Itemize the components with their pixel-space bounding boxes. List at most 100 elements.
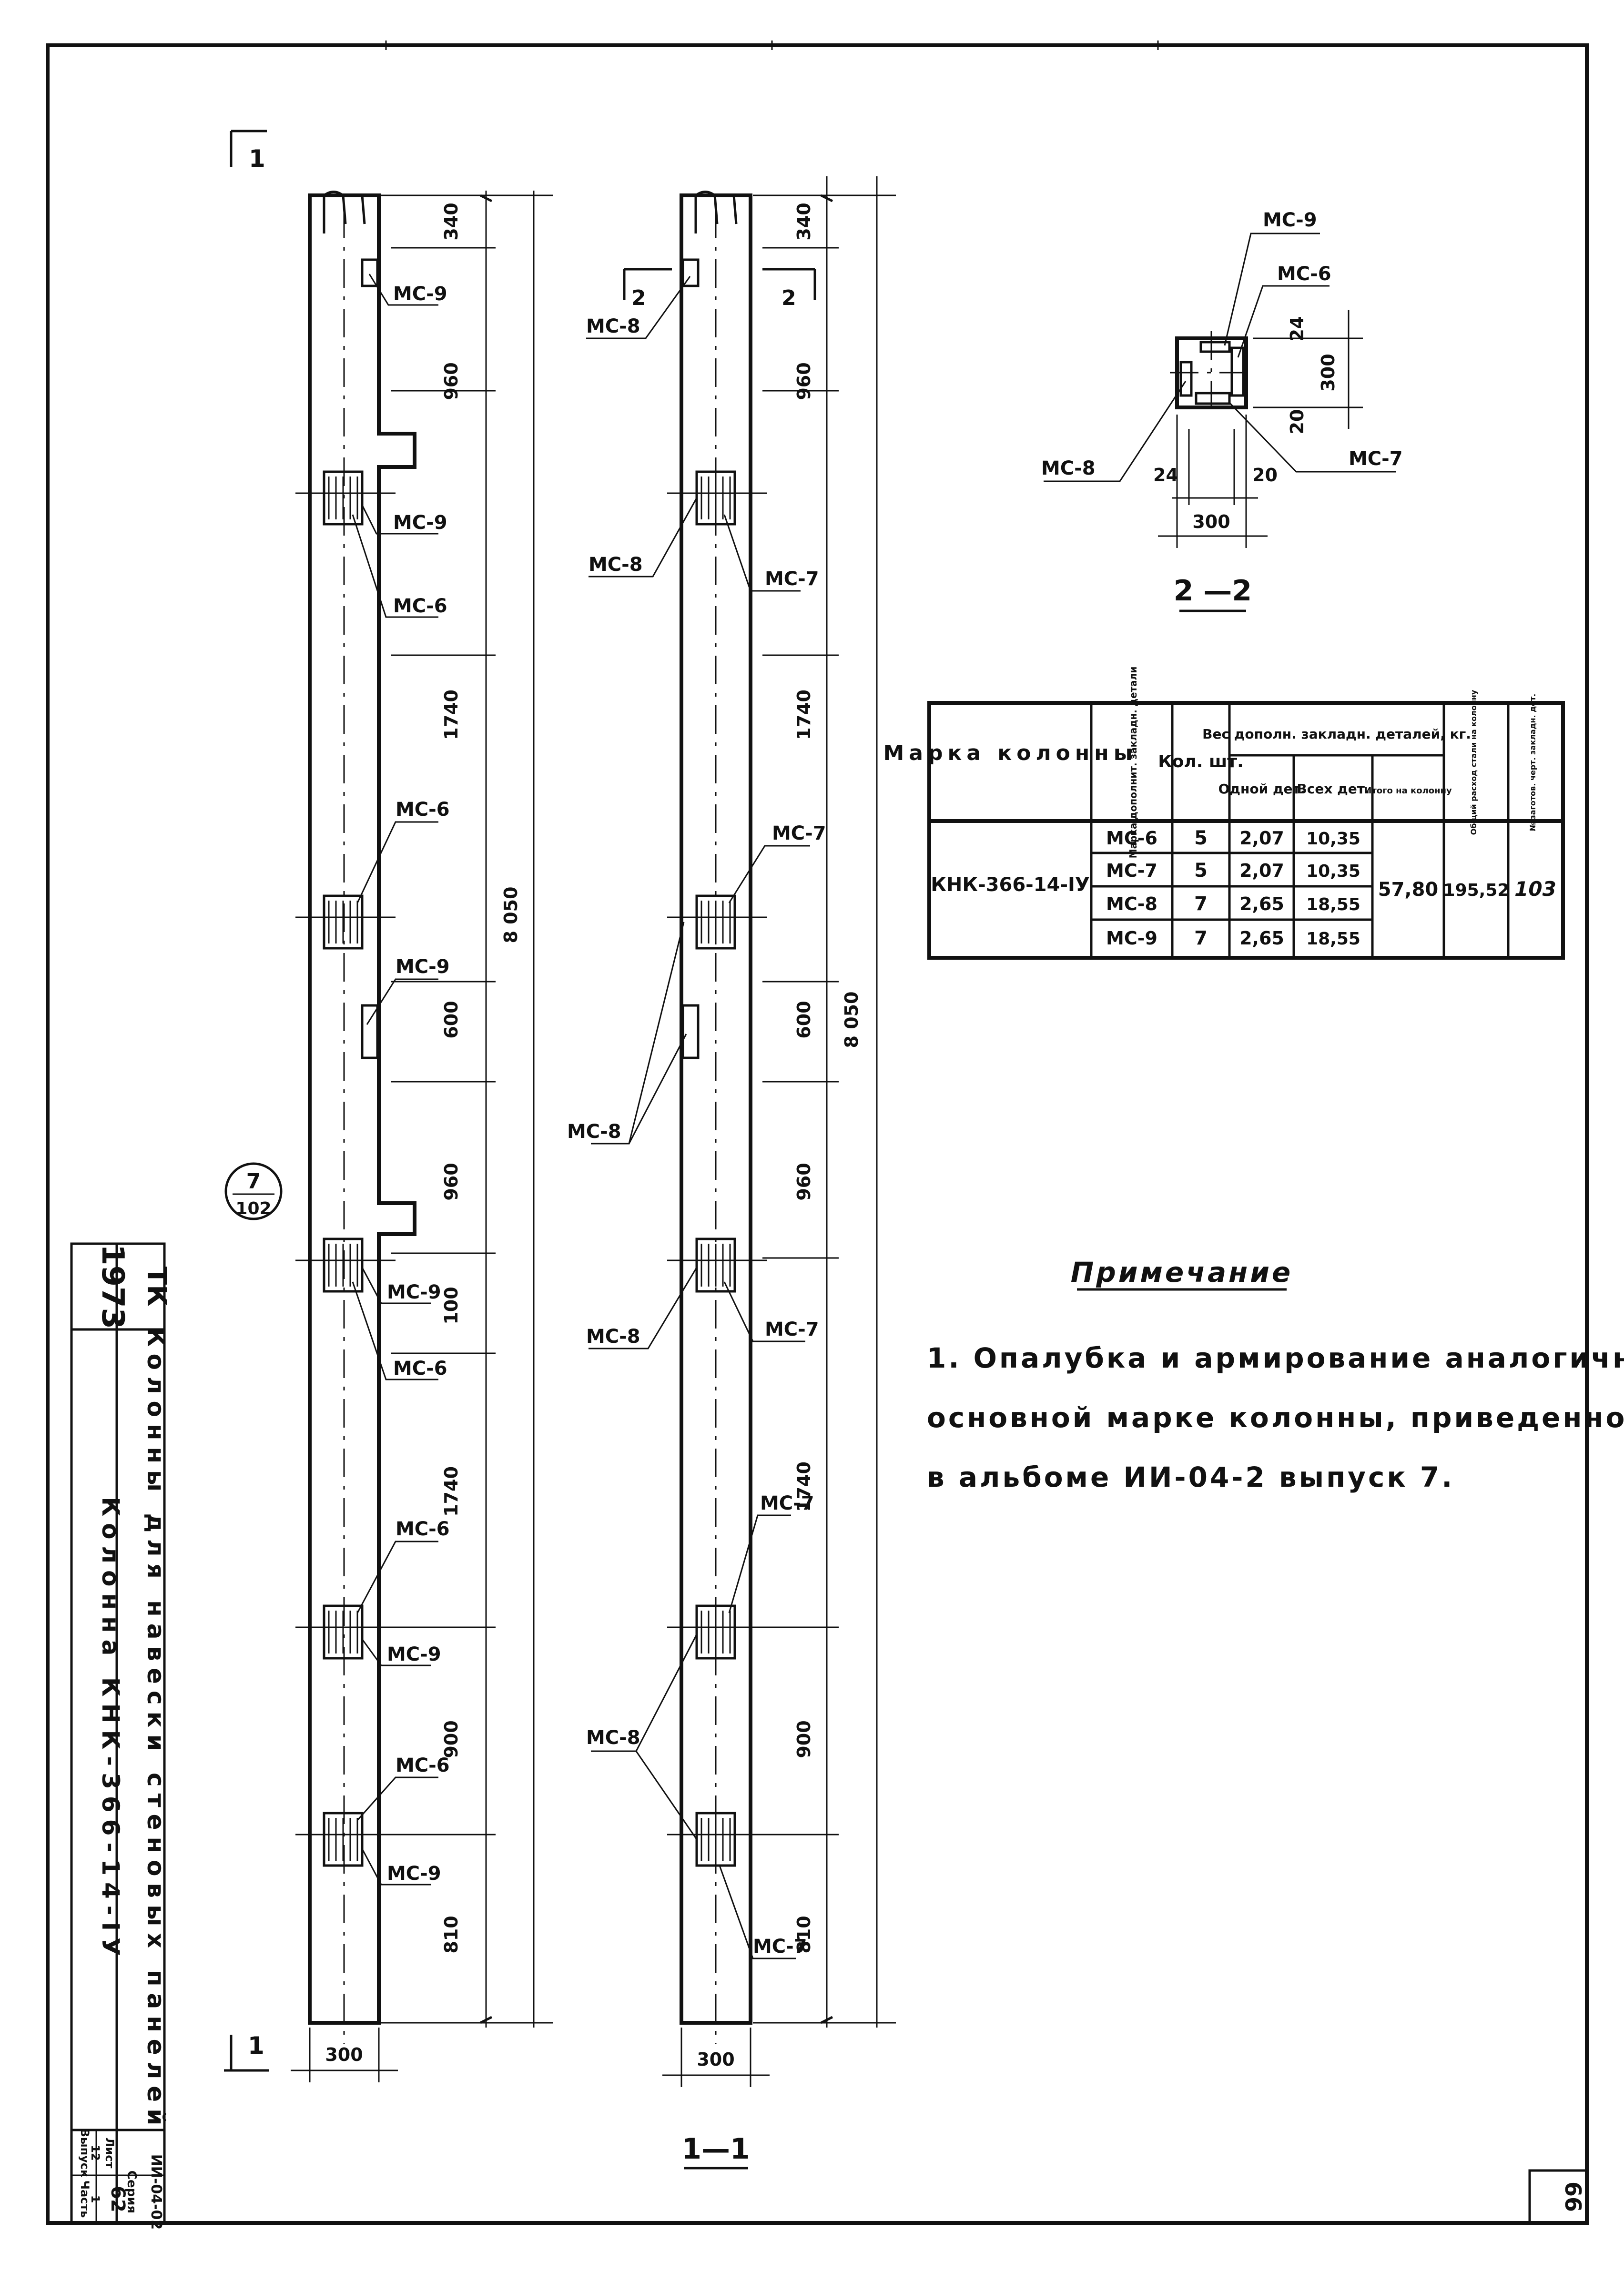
side-dim-total: 8 050 xyxy=(841,992,862,1048)
front-assembly-3 xyxy=(295,1237,396,1293)
section-marker-bottom: 1 xyxy=(224,2032,269,2072)
front-dim-1740b: 1740 xyxy=(441,1466,462,1517)
front-dim-total: 8 050 xyxy=(500,887,521,943)
td-one-2: 2,07 xyxy=(1239,860,1284,881)
td-total: 57,80 xyxy=(1378,879,1439,901)
section-2-2-view: 300 24 20 300 24 20 МС-9 МС-6 МС-8 МС-7 … xyxy=(1041,209,1403,612)
section-edge-dim-2: 20 xyxy=(1252,465,1278,486)
title-year: 1973 xyxy=(95,1244,130,1329)
th-qty: Кол. шт. xyxy=(1158,752,1244,771)
section-marker-top-label: 1 xyxy=(249,145,265,172)
front-mark-1: МС-9 xyxy=(393,283,447,305)
th-one: Одной дет. xyxy=(1218,781,1306,797)
side-assembly-2 xyxy=(667,894,767,950)
front-dim-960a: 960 xyxy=(441,362,462,400)
front-dim-100: 100 xyxy=(441,1287,462,1324)
side-dim-810: 810 xyxy=(793,1916,814,1953)
th-weight-group: Вес дополн. закладн. деталей, кг. xyxy=(1202,726,1471,742)
th-total: Итого на колонну xyxy=(1364,786,1452,796)
side-dim-960a: 960 xyxy=(793,362,814,400)
td-all-2: 10,35 xyxy=(1306,862,1360,881)
side-assembly-4 xyxy=(667,1604,767,1660)
section-mark-1: МС-9 xyxy=(1263,209,1317,231)
th-column-mark: Марка колонны xyxy=(883,741,1137,765)
td-one-4: 2,65 xyxy=(1239,928,1284,949)
callout-top: 7 xyxy=(246,1169,261,1194)
front-mark-7: МС-6 xyxy=(393,1358,447,1379)
side-plate-mid xyxy=(681,1004,700,1059)
side-mark-3: МС-7 xyxy=(765,568,819,590)
section-edge-dim-4: 20 xyxy=(1287,409,1308,435)
front-mark-9: МС-9 xyxy=(387,1643,441,1665)
column-front-view: 340 960 1740 600 960 100 1740 900 810 8 … xyxy=(291,191,553,2082)
front-mark-5: МС-9 xyxy=(396,956,450,978)
section-width-dim: 300 xyxy=(1192,511,1230,532)
sheet-number: 62 xyxy=(107,2186,129,2212)
notes: Примечание 1. Опалубка и армирование ана… xyxy=(927,1256,1624,1493)
side-dim-chain xyxy=(753,176,896,2028)
front-assembly-1 xyxy=(295,470,396,526)
front-dim-810: 810 xyxy=(441,1916,462,1953)
side-mark-2: МС-8 xyxy=(589,554,643,576)
sheet-label: Лист xyxy=(103,2138,116,2169)
section-height-dim: 300 xyxy=(1318,354,1339,391)
section-mark-3: МС-8 xyxy=(1041,457,1096,479)
td-one-1: 2,07 xyxy=(1239,828,1284,849)
side-dim-1740b: 1740 xyxy=(793,1461,814,1512)
section-mark-4: МС-7 xyxy=(1349,448,1403,470)
td-qty-1: 5 xyxy=(1194,827,1208,849)
side-dim-960b: 960 xyxy=(793,1163,814,1200)
front-width-dim: 300 xyxy=(325,2044,363,2065)
td-one-3: 2,65 xyxy=(1239,893,1284,914)
section-2-right: 2 xyxy=(782,286,796,310)
front-dim-900: 900 xyxy=(441,1720,462,1758)
td-blank: 103 xyxy=(1514,877,1556,901)
side-plate-top xyxy=(681,258,700,287)
side-dim-1740a: 1740 xyxy=(793,690,814,740)
front-assembly-4 xyxy=(295,1604,396,1660)
th-detail-mark: Марка дополнит. закладн. детали xyxy=(1127,667,1139,859)
front-assembly-5 xyxy=(295,1812,396,1867)
section-marker-top: 1 xyxy=(230,130,267,172)
td-all-1: 10,35 xyxy=(1306,829,1360,849)
td-detail-3: МС-8 xyxy=(1106,893,1157,914)
parts-table: Марка колонны Марка дополнит. закладн. д… xyxy=(883,667,1565,960)
sheet-border xyxy=(46,43,1589,2225)
section-2-2-label: 2 —2 xyxy=(1174,574,1252,608)
title-org: ТК xyxy=(141,1267,172,1307)
front-mark-6: МС-9 xyxy=(387,1281,441,1303)
side-mark-10: МС-7 xyxy=(753,1936,807,1958)
front-dim-960b: 960 xyxy=(441,1163,462,1200)
front-mark-11: МС-9 xyxy=(387,1863,441,1885)
column-side-view: 2 2 340 960 1740 600 960 1740 900 810 xyxy=(567,176,896,2170)
front-top-notch xyxy=(323,191,372,233)
title-line-2: Колонна КНК-366-14-IУ xyxy=(97,1497,124,1962)
front-dim-chain xyxy=(376,191,553,2028)
front-column-outline xyxy=(308,193,416,2025)
side-assembly-5 xyxy=(667,1812,767,1867)
page-number: 66 xyxy=(1560,2181,1586,2212)
side-mark-6: МС-8 xyxy=(586,1326,640,1348)
td-detail-4: МС-9 xyxy=(1106,928,1157,949)
th-all: Всех дет. xyxy=(1297,781,1370,797)
td-column-mark: КНК-366-14-IУ xyxy=(931,874,1090,896)
title-line-1: Колонны для навески стеновых панелей xyxy=(142,1328,170,2132)
notes-line-1: 1. Опалубка и армирование аналогичны xyxy=(927,1342,1624,1374)
notes-line-3: в альбоме ИИ-04-2 выпуск 7. xyxy=(927,1461,1454,1493)
td-qty-3: 7 xyxy=(1194,893,1208,915)
notes-line-2: основной марке колонны, приведенной xyxy=(927,1401,1624,1434)
notes-heading: Примечание xyxy=(1071,1256,1293,1288)
page-number-box: 66 xyxy=(1528,2169,1588,2224)
front-plate-top xyxy=(361,258,379,287)
side-mark-1: МС-8 xyxy=(586,315,640,337)
section-2-left: 2 xyxy=(631,286,646,310)
section-edge-dim-3: 24 xyxy=(1287,316,1308,342)
callout-circle: 7 102 xyxy=(224,1162,283,1220)
side-mark-4: МС-7 xyxy=(772,822,826,844)
side-dim-900: 900 xyxy=(793,1720,814,1758)
td-all-3: 18,55 xyxy=(1306,895,1360,914)
side-dim-600: 600 xyxy=(793,1001,814,1038)
side-width-dim: 300 xyxy=(697,2049,734,2070)
front-assembly-2 xyxy=(295,894,396,950)
td-steel: 195,52 xyxy=(1443,881,1510,900)
